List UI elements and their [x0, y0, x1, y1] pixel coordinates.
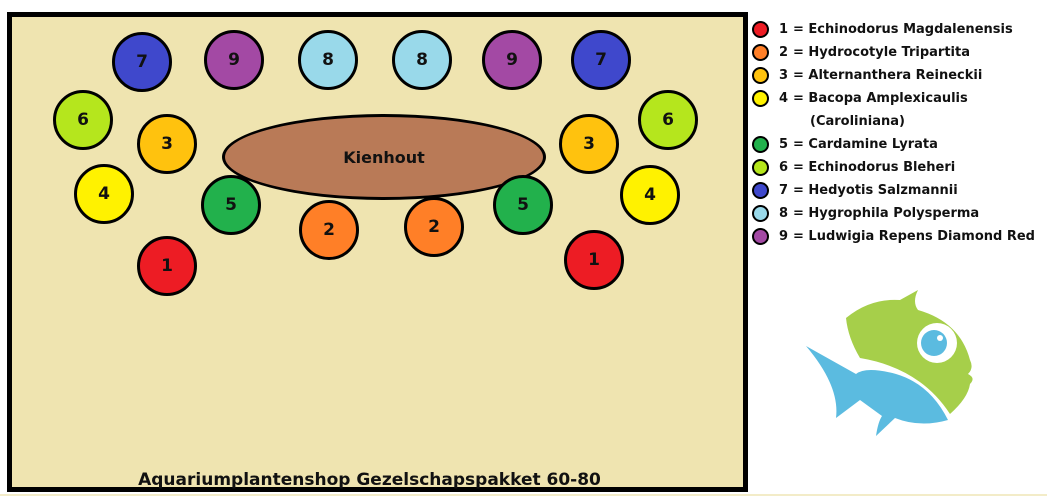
legend-text: = Echinodorus Magdalenensis	[793, 22, 1013, 37]
plant-number: 4	[98, 184, 110, 204]
driftwood: Kienhout	[222, 114, 546, 200]
plant-number: 2	[428, 217, 440, 237]
plant-marker-5: 5	[201, 175, 261, 235]
plant-number: 9	[228, 50, 240, 70]
legend-swatch	[752, 90, 769, 107]
fish-head	[846, 290, 973, 414]
legend-text: = Ludwigia Repens Diamond Red	[793, 229, 1035, 244]
legend-number: 5	[779, 137, 789, 152]
legend-item: 6 = Echinodorus Bleheri	[752, 156, 1035, 179]
plant-number: 7	[595, 50, 607, 70]
legend-number: 8	[779, 206, 789, 221]
legend-swatch	[752, 21, 769, 38]
plant-marker-2: 2	[404, 197, 464, 257]
caption: Aquariumplantenshop Gezelschapspakket 60…	[138, 470, 601, 490]
plant-number: 8	[322, 50, 334, 70]
legend-swatch	[752, 136, 769, 153]
legend-item: 1 = Echinodorus Magdalenensis	[752, 18, 1035, 41]
plant-number: 6	[77, 110, 89, 130]
plant-marker-8: 8	[392, 30, 452, 90]
legend-text: = Echinodorus Bleheri	[793, 160, 956, 175]
legend-swatch	[752, 159, 769, 176]
plant-marker-1: 1	[564, 230, 624, 290]
legend-item: 2 = Hydrocotyle Tripartita	[752, 41, 1035, 64]
legend-item-extra: (Caroliniana)	[810, 114, 905, 129]
plant-number: 7	[136, 52, 148, 72]
plant-number: 9	[506, 50, 518, 70]
legend-text: = Alternanthera Reineckii	[793, 68, 983, 83]
fish-body	[806, 346, 948, 436]
legend-swatch	[752, 182, 769, 199]
plant-number: 1	[161, 256, 173, 276]
divider	[0, 494, 1047, 496]
legend-text: = Hedyotis Salzmannii	[793, 183, 958, 198]
plant-marker-3: 3	[559, 114, 619, 174]
legend-item: 8 = Hygrophila Polysperma	[752, 202, 1035, 225]
legend-item: 9 = Ludwigia Repens Diamond Red	[752, 225, 1035, 248]
legend-item: 7 = Hedyotis Salzmannii	[752, 179, 1035, 202]
fish-logo-icon	[806, 290, 973, 436]
legend-number: 7	[779, 183, 789, 198]
plant-marker-1: 1	[137, 236, 197, 296]
plant-marker-8: 8	[298, 30, 358, 90]
legend-number: 3	[779, 68, 789, 83]
plant-marker-3: 3	[137, 114, 197, 174]
fish-eye	[921, 330, 947, 356]
aquarium-layout: Kienhout 7 9 8 8 9 7 6 3 3 6 4 5 2 2 5 4 1 1 Aquariumplan…	[7, 12, 748, 492]
plant-number: 3	[583, 134, 595, 154]
plant-number: 4	[644, 185, 656, 205]
legend-number: 6	[779, 160, 789, 175]
legend-number: 2	[779, 45, 789, 60]
plant-marker-2: 2	[299, 200, 359, 260]
plant-number: 5	[517, 195, 529, 215]
legend: 1 = Echinodorus Magdalenensis 2 = Hydrocoty…	[752, 18, 1035, 248]
driftwood-label: Kienhout	[343, 147, 425, 167]
legend-swatch	[752, 67, 769, 84]
plant-marker-7: 7	[112, 32, 172, 92]
plant-marker-5: 5	[493, 175, 553, 235]
plant-marker-7: 7	[571, 30, 631, 90]
legend-item: 4 = Bacopa Amplexicaulis	[752, 87, 1035, 110]
plant-marker-6: 6	[53, 90, 113, 150]
legend-text: = Cardamine Lyrata	[793, 137, 938, 152]
legend-text: = Hydrocotyle Tripartita	[793, 45, 970, 60]
legend-swatch	[752, 205, 769, 222]
plant-marker-9: 9	[204, 30, 264, 90]
plant-number: 3	[161, 134, 173, 154]
plant-marker-9: 9	[482, 30, 542, 90]
legend-item: 5 = Cardamine Lyrata	[752, 133, 1035, 156]
legend-text: = Bacopa Amplexicaulis	[793, 91, 968, 106]
legend-text: = Hygrophila Polysperma	[793, 206, 980, 221]
legend-number: 9	[779, 229, 789, 244]
legend-swatch	[752, 228, 769, 245]
legend-item: 3 = Alternanthera Reineckii	[752, 64, 1035, 87]
plant-marker-6: 6	[638, 90, 698, 150]
plant-number: 1	[588, 250, 600, 270]
plant-marker-4: 4	[620, 165, 680, 225]
plant-number: 2	[323, 220, 335, 240]
plant-number: 5	[225, 195, 237, 215]
legend-number: 1	[779, 22, 789, 37]
plant-marker-4: 4	[74, 164, 134, 224]
legend-swatch	[752, 44, 769, 61]
plant-number: 6	[662, 110, 674, 130]
legend-number: 4	[779, 91, 789, 106]
plant-number: 8	[416, 50, 428, 70]
